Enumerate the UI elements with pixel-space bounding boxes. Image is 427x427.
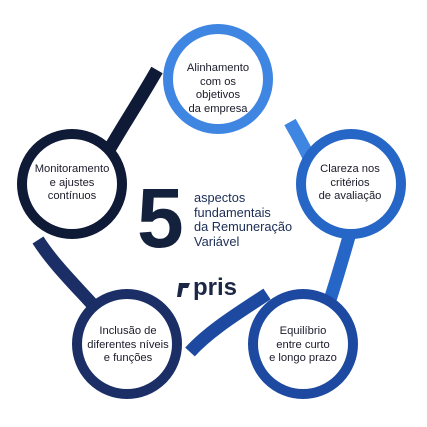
node-2-label: Clareza nos critérios de avaliação: [318, 163, 382, 202]
node-4-ring: [32, 236, 182, 399]
node-5-ring: [17, 66, 163, 239]
node-3-tail: [185, 288, 271, 357]
center-number: 5: [137, 171, 184, 265]
node-4-tail: [32, 236, 98, 310]
node-5-tail: [100, 66, 163, 159]
center-headline: aspectos fundamentais da Remuneração Var…: [194, 190, 293, 249]
node-4-label: Inclusão de diferentes níveis e funções: [87, 325, 169, 364]
pris-logo-mark-icon: [177, 283, 190, 297]
node-5-label: Monitoramento e ajustes contínuos: [34, 163, 110, 202]
node-3-ring: [185, 288, 358, 399]
node-2-ring: [296, 129, 406, 302]
node-3-label: Equilíbrio entre curto e longo prazo: [269, 325, 337, 364]
node-1-label: Alinhamento com os objetivos da empresa: [186, 62, 250, 115]
brand-name: pris: [193, 274, 238, 301]
node-2-tail: [323, 231, 357, 302]
